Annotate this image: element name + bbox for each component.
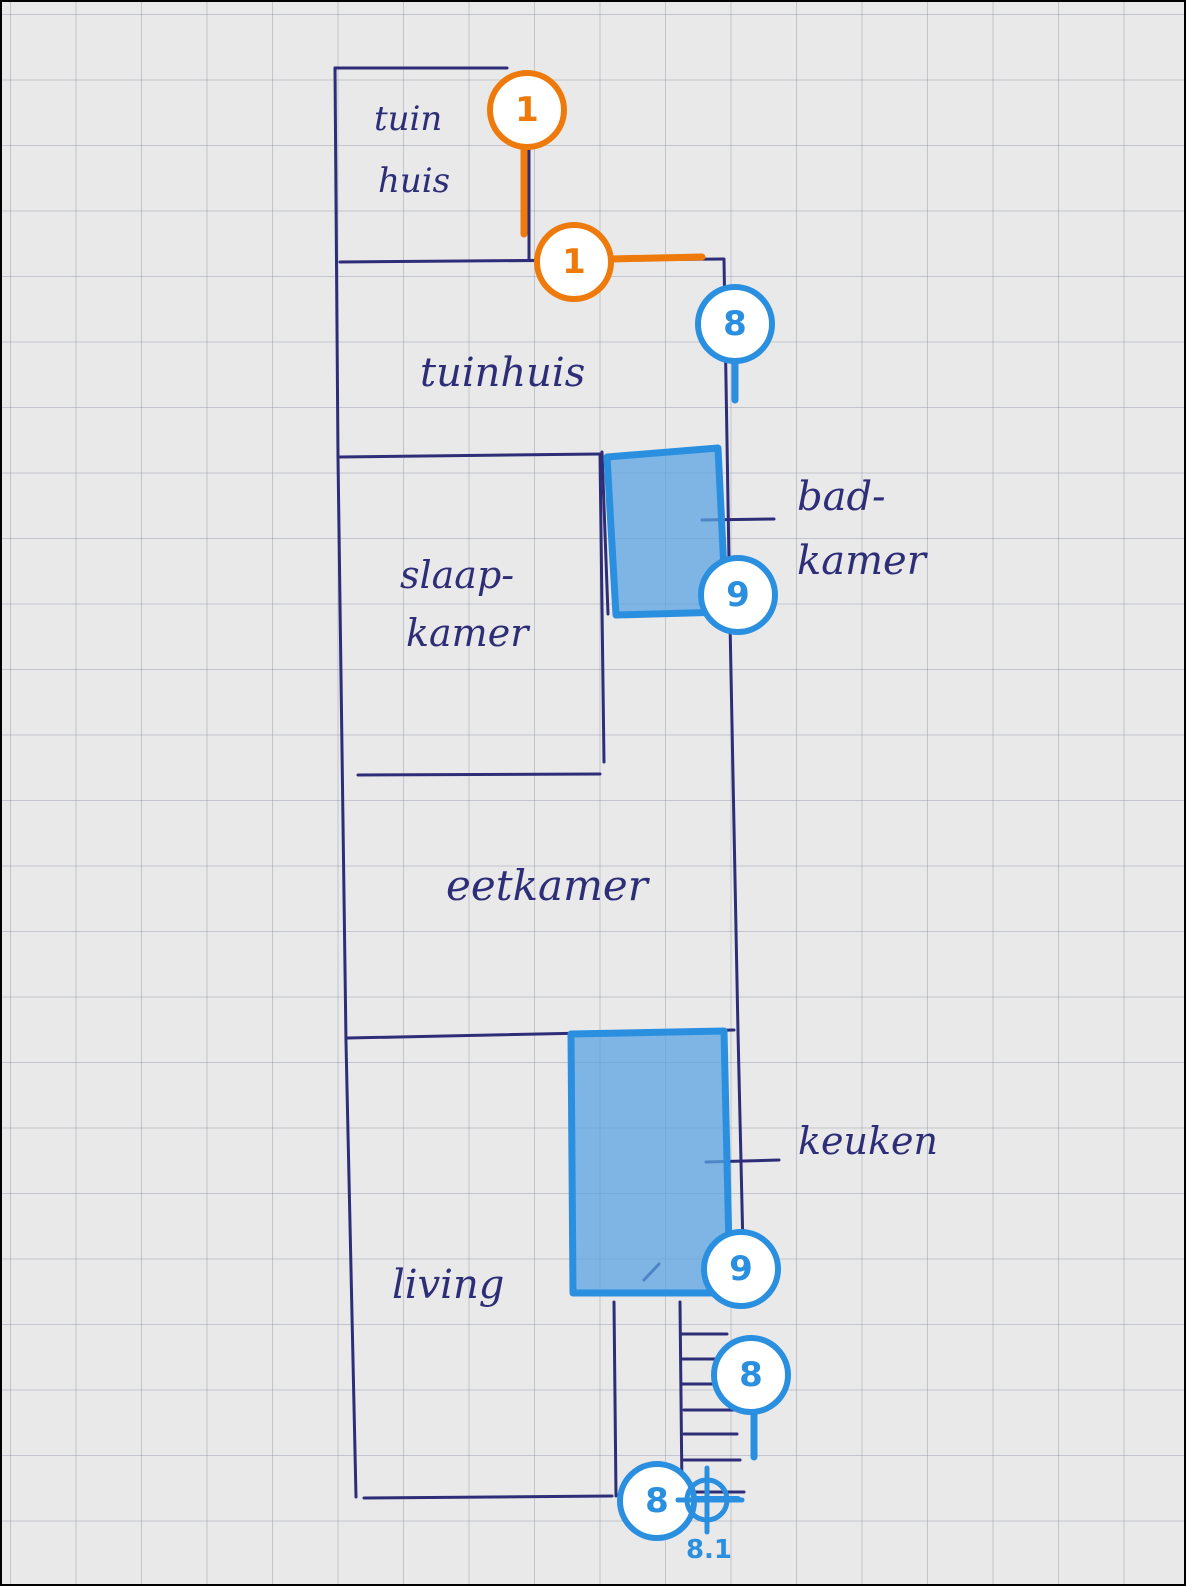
outer-wall-left	[333, 66, 358, 1499]
room-label-tuinhuis-small: huis	[378, 161, 450, 201]
wall-slaapkamer-right	[598, 452, 606, 764]
blue-badge-8: 8	[723, 304, 747, 344]
room-label-badkamer: bad-	[797, 474, 886, 520]
orange-badge-1: 1	[515, 90, 539, 130]
blue-badge-8: 8	[739, 1355, 763, 1395]
stair-wall-left	[612, 1300, 618, 1498]
room-label-living: living	[392, 1262, 504, 1308]
blue-marker-top-8[interactable]: 8	[695, 284, 775, 404]
blue-badge-8: 8	[645, 1481, 669, 1521]
blue-badge-9: 9	[729, 1249, 753, 1289]
room-label-eetkamer: eetkamer	[446, 861, 651, 910]
blue-marker-kitchen-9[interactable]: 9	[701, 1229, 781, 1309]
orange-badge-1: 1	[562, 242, 586, 282]
orange-marker-top[interactable]: 1	[487, 70, 567, 238]
wall-tuinhuis-divider	[338, 452, 602, 459]
room-label-tuinhuis: tuinhuis	[420, 350, 585, 396]
wall-bathroom-left	[600, 450, 610, 616]
room-label-slaapkamer: kamer	[406, 611, 531, 655]
room-label-badkamer: kamer	[797, 538, 929, 584]
room-label-keuken: keuken	[798, 1119, 938, 1163]
blue-badge-9: 9	[726, 575, 750, 615]
target-label: 8.1	[686, 1535, 732, 1565]
room-label-tuinhuis-small: tuin	[374, 99, 442, 139]
room-label-slaapkamer: slaap-	[400, 553, 514, 597]
crosshair-target-icon[interactable]	[675, 1465, 745, 1535]
blue-marker-bath-9[interactable]: 9	[698, 555, 778, 635]
blue-marker-stairs-8[interactable]: 8	[711, 1335, 791, 1461]
orange-marker-mid[interactable]: 1	[534, 222, 706, 302]
outer-wall-bottom	[362, 1494, 614, 1500]
wall-slaapkamer-bottom	[356, 772, 602, 777]
